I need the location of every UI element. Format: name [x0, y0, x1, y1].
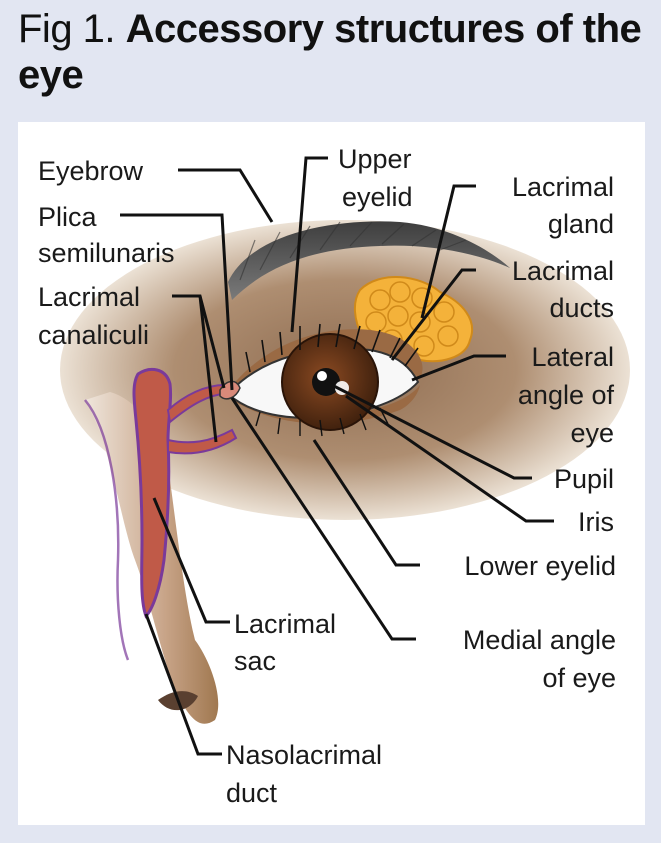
leader-pupil: [325, 380, 532, 480]
label-lower-eyelid: Lower eyelid: [464, 551, 616, 581]
leader-lower-eyelid: [312, 439, 420, 567]
label-lateral-angle-line1: Lateral: [531, 342, 614, 372]
label-plica-line2: semilunaris: [38, 238, 175, 268]
label-pupil: Pupil: [554, 464, 614, 494]
eye-highlight-1: [317, 371, 327, 381]
leader-nasolacrimal: [144, 613, 222, 756]
cheek-outline: [84, 399, 130, 661]
lower-eyelashes: [255, 407, 389, 437]
label-upper-eyelid-line1: Upper: [338, 144, 412, 174]
label-nasolacrimal-line2: duct: [226, 778, 278, 808]
figure-number: Fig 1.: [18, 7, 116, 51]
label-canaliculi-line1: Lacrimal: [38, 282, 140, 312]
label-lacrimal-sac-line2: sac: [234, 646, 276, 676]
label-iris: Iris: [578, 507, 614, 537]
figure-heading: Accessory structures of the eye: [18, 7, 642, 97]
label-lacrimal-gland-line1: Lacrimal: [512, 172, 614, 202]
leader-lines: [120, 156, 554, 756]
label-lateral-angle-line2: angle of: [518, 380, 615, 410]
label-medial-angle-line2: of eye: [542, 663, 616, 693]
leader-upper-eyelid: [290, 156, 328, 333]
leader-lacrimal-sac: [152, 497, 230, 624]
label-upper-eyelid-line2: eyelid: [342, 182, 413, 212]
label-lacrimal-sac-line1: Lacrimal: [234, 609, 336, 639]
upper-eyelashes: [245, 323, 419, 373]
leader-lateral-angle: [411, 354, 506, 382]
leader-medial-angle: [230, 397, 416, 641]
figure-title: Fig 1. Accessory structures of the eye: [18, 6, 648, 98]
label-lacrimal-ducts-line1: Lacrimal: [512, 256, 614, 286]
leader-plica: [120, 213, 234, 391]
lacrimal-sac-shape: [132, 367, 173, 619]
label-lateral-angle-line3: eye: [570, 418, 614, 448]
label-lacrimal-ducts-line2: ducts: [549, 293, 614, 323]
leader-iris: [345, 394, 554, 523]
leader-canaliculi-2: [198, 295, 218, 443]
upper-eyelid-shape: [225, 329, 423, 395]
plica-semilunaris-shape: [219, 380, 241, 400]
eyebrow-hairs: [239, 221, 467, 281]
label-eyebrow: Eyebrow: [38, 156, 144, 186]
leader-lacrimal-gland: [420, 184, 476, 319]
label-canaliculi-line2: canaliculi: [38, 320, 149, 350]
label-medial-angle-line1: Medial angle: [463, 625, 616, 655]
leader-lacrimal-ducts: [390, 268, 476, 361]
label-nasolacrimal-line1: Nasolacrimal: [226, 740, 382, 770]
label-lacrimal-gland-line2: gland: [548, 209, 614, 239]
label-plica-line1: Plica: [38, 202, 98, 232]
leader-eyebrow: [178, 168, 274, 223]
